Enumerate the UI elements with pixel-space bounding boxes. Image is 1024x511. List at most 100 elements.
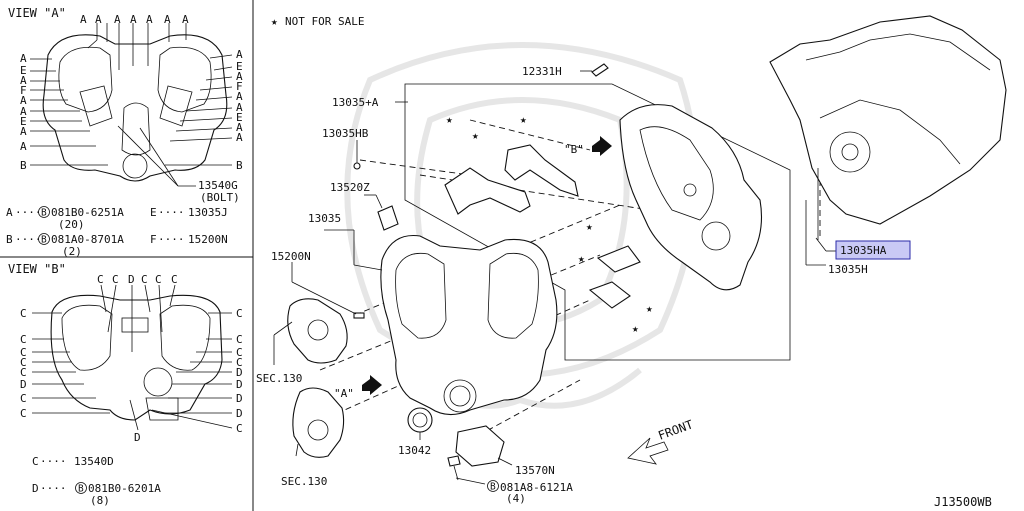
label-13042: 13042 — [398, 444, 431, 457]
label-13520Z: 13520Z — [330, 181, 370, 194]
svg-text:F: F — [150, 233, 157, 246]
view-a-left-letters: A E A F A A E A A B — [20, 52, 27, 172]
svg-text:A: A — [182, 13, 189, 26]
not-for-sale-stars: ★ ★ ★ ★ ★ ★ ★ — [446, 113, 653, 335]
star-icon: ★ — [586, 220, 593, 233]
view-b-arrow-label: "B" — [564, 143, 584, 156]
svg-text:B: B — [41, 235, 47, 246]
engine-block — [769, 15, 1007, 225]
front-timing-cover-13035 — [380, 234, 558, 416]
svg-text:A: A — [20, 140, 27, 153]
label-12331H: 12331H — [522, 65, 562, 78]
svg-text:F: F — [20, 84, 27, 97]
view-a-cover-outline — [42, 34, 228, 182]
view-a-panel: VIEW "A" — [6, 6, 243, 258]
svg-text:F: F — [236, 80, 243, 93]
svg-text:C: C — [20, 366, 27, 379]
view-b-right-letters: C C C C D D D D C — [236, 307, 243, 435]
svg-text:C: C — [236, 333, 243, 346]
svg-text:13035J: 13035J — [188, 206, 228, 219]
svg-text:A: A — [236, 101, 243, 114]
svg-text:A: A — [114, 13, 121, 26]
rear-timing-cover — [619, 104, 763, 291]
svg-text:081B0-6251A: 081B0-6251A — [51, 206, 124, 219]
highlight-13035HA[interactable] — [835, 240, 911, 260]
main-diagram: ★ NOT FOR SALE — [256, 15, 1007, 505]
star-icon: ★ — [271, 15, 278, 28]
svg-text:····: ···· — [158, 233, 185, 246]
svg-text:D: D — [20, 378, 27, 391]
chain-tensioner-lower — [588, 281, 631, 309]
svg-text:A: A — [95, 13, 102, 26]
svg-text:····: ···· — [158, 206, 185, 219]
svg-text:A: A — [236, 48, 243, 61]
label-13035: 13035 — [308, 212, 341, 225]
svg-text:C: C — [97, 273, 104, 286]
view-b-arrow-icon — [592, 136, 612, 156]
svg-text:D: D — [236, 407, 243, 420]
svg-text:····: ···· — [40, 482, 67, 495]
dowel-12331H-icon — [591, 63, 609, 77]
svg-text:C: C — [112, 273, 119, 286]
view-a-arrow-icon — [362, 375, 382, 395]
svg-text:B: B — [490, 482, 496, 493]
star-icon: ★ — [446, 113, 453, 126]
label-13035A: 13035+A — [332, 96, 379, 109]
view-b-bottom-letter: D — [134, 431, 141, 444]
svg-text:E: E — [20, 64, 27, 77]
svg-text:C: C — [20, 392, 27, 405]
bolt-symbol-icon — [38, 206, 50, 218]
view-b-left-letters: C C C C C D C C — [20, 307, 27, 420]
kit-outline — [404, 83, 791, 361]
svg-text:E: E — [236, 60, 243, 73]
svg-text:C: C — [20, 356, 27, 369]
cover-13570N — [455, 425, 505, 467]
svg-text:B: B — [6, 233, 13, 246]
svg-text:(2): (2) — [62, 245, 82, 258]
view-b-legend-row-1: C ···· 13540D — [32, 455, 114, 468]
chain-guide-right — [504, 144, 579, 197]
svg-text:C: C — [32, 455, 39, 468]
svg-text:A: A — [20, 105, 27, 118]
svg-text:C: C — [236, 422, 243, 435]
chain-guide-left — [444, 167, 531, 215]
svg-text:D: D — [32, 482, 39, 495]
view-a-right-letters: A E A F A A E A A B — [236, 48, 243, 172]
label-15200N: 15200N — [271, 250, 311, 263]
view-b-panel: VIEW "B" C C D C C C — [8, 262, 243, 507]
star-icon: ★ — [520, 113, 527, 126]
svg-text:081B0-6201A: 081B0-6201A — [88, 482, 161, 495]
lower-pump-sec130 — [292, 387, 345, 458]
svg-text:(8): (8) — [90, 494, 110, 507]
svg-text:A: A — [80, 13, 87, 26]
chain-tensioner-upper — [596, 245, 641, 273]
svg-text:E: E — [236, 111, 243, 124]
svg-text:E: E — [150, 206, 157, 219]
label-13035HB: 13035HB — [322, 127, 369, 140]
view-a-title: VIEW "A" — [8, 6, 66, 20]
not-for-sale-note: NOT FOR SALE — [285, 15, 364, 28]
label-13035HA[interactable]: 13035HA — [840, 244, 887, 257]
bolt-symbol-icon — [487, 480, 499, 492]
svg-text:A: A — [6, 206, 13, 219]
svg-text:C: C — [236, 356, 243, 369]
star-icon: ★ — [578, 252, 585, 265]
view-a-top-letters: A A A A A A A — [80, 13, 189, 26]
svg-text:····: ···· — [40, 455, 67, 468]
svg-text:C: C — [20, 333, 27, 346]
front-arrow-icon — [627, 437, 669, 465]
label-sec130-lower: SEC.130 — [281, 475, 327, 488]
svg-text:D: D — [236, 366, 243, 379]
svg-text:B: B — [20, 159, 27, 172]
bolt-symbol-icon — [75, 482, 87, 494]
svg-text:A: A — [236, 121, 243, 134]
view-b-top-letters: C C D C C C — [97, 273, 178, 286]
label-leaders — [273, 70, 836, 485]
svg-text:A: A — [236, 70, 243, 83]
svg-text:B: B — [236, 159, 243, 172]
svg-text:D: D — [236, 378, 243, 391]
svg-text:D: D — [128, 273, 135, 286]
svg-text:15200N: 15200N — [188, 233, 228, 246]
view-a-arrow-label: "A" — [334, 387, 354, 400]
star-icon: ★ — [632, 322, 639, 335]
